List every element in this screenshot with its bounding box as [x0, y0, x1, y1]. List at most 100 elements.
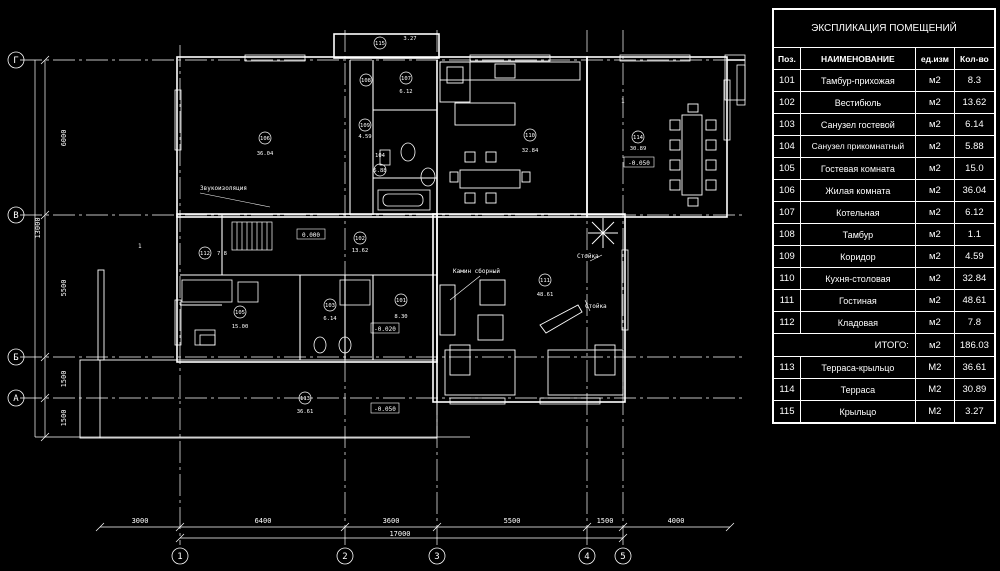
axis-A: А	[13, 394, 19, 404]
row-name: Терраса	[799, 378, 916, 401]
row-qty: 3.27	[953, 400, 996, 423]
row-qty: 32.84	[953, 267, 996, 290]
stairs	[231, 221, 273, 251]
row-pos: 104	[773, 135, 801, 158]
row-unit: м2	[914, 267, 955, 290]
row-qty: 4.59	[953, 245, 996, 268]
row-name: Коридор	[799, 245, 916, 268]
room-103-number: 103	[325, 303, 335, 309]
leader-lines	[199, 192, 603, 312]
axis-1: 1	[177, 552, 182, 562]
note-fireplace: Камин сборный	[453, 268, 500, 275]
legend-header-name: НАИМЕНОВАНИЕ	[799, 47, 916, 70]
row-name: Тамбур-прихожая	[799, 69, 916, 92]
note-column-2: Стойка	[585, 303, 607, 310]
railing	[724, 54, 746, 106]
axis-3: 3	[434, 552, 439, 562]
room-115-number: 115	[375, 41, 385, 47]
row-pos: 111	[773, 289, 801, 312]
room-107-area: 6.12	[399, 89, 412, 95]
row-unit: м2	[914, 311, 955, 334]
row-pos: 105	[773, 157, 801, 180]
living-furniture	[439, 279, 624, 396]
windows	[174, 54, 731, 405]
axis-4: 4	[584, 552, 589, 562]
row-qty: 6.14	[953, 113, 996, 136]
room-115-area: 3.27	[403, 36, 416, 42]
room-102-area: 13.62	[352, 248, 369, 254]
total-unit: м2	[914, 333, 955, 357]
row-unit: м2	[914, 201, 955, 224]
room-106-area: 36.04	[257, 151, 274, 157]
dim-left-2: 5500	[60, 280, 68, 297]
room-101-area: 8.30	[394, 314, 407, 320]
room-109-area: 4.59	[358, 134, 371, 140]
row-name: Жилая комната	[799, 179, 916, 202]
row-pos: 114	[773, 378, 801, 401]
row-pos: 103	[773, 113, 801, 136]
room-104-number: 104	[375, 153, 386, 159]
level-terrace: -0.050	[374, 406, 396, 413]
dim-bottom-4: 5500	[504, 517, 521, 525]
floor-plan: 101 8.30 102 13.62 103 6.14 104 5.88 105…	[7, 30, 746, 565]
exterior-walls	[176, 33, 745, 403]
room-113-area: 36.61	[297, 409, 314, 415]
row-pos: 101	[773, 69, 801, 92]
row-qty: 15.0	[953, 157, 996, 180]
row-qty: 6.12	[953, 201, 996, 224]
grid-lines	[20, 30, 745, 545]
dim-bottom-3: 3600	[383, 517, 400, 525]
row-qty: 30.89	[953, 378, 996, 401]
row-name: Тамбур	[799, 223, 916, 246]
row-qty: 36.61	[953, 356, 996, 379]
row-pos: 108	[773, 223, 801, 246]
dim-bottom-1: 3000	[132, 517, 149, 525]
dim-left-total: 13000	[34, 217, 42, 238]
plant-icon	[588, 218, 618, 248]
guestroom-furniture	[181, 279, 259, 346]
level-zero: 0.000	[302, 232, 320, 239]
room-105-area: 15.00	[232, 324, 249, 330]
row-name: Гостевая комната	[799, 157, 916, 180]
axis-B: Б	[13, 353, 18, 363]
row-name: Гостиная	[799, 289, 916, 312]
note-soundproof: Звукоизоляция	[200, 185, 247, 192]
row-pos: 115	[773, 400, 801, 423]
dim-left-4: 1500	[60, 410, 68, 427]
room-110-area: 32.84	[522, 148, 539, 154]
row-unit: м2	[914, 245, 955, 268]
level-boxes	[296, 156, 655, 414]
row-pos: 102	[773, 91, 801, 114]
room-108-number: 108	[361, 78, 371, 84]
room-113-number: 113	[300, 396, 310, 402]
terrace-table	[669, 103, 717, 207]
row-qty: 8.3	[953, 69, 996, 92]
room-111-number: 111	[540, 278, 550, 284]
dim-total: 17000	[389, 530, 410, 538]
dim-bottom-2: 6400	[255, 517, 272, 525]
room-103-area: 6.14	[323, 316, 337, 322]
row-pos: 107	[773, 201, 801, 224]
room-114-area: 30.89	[630, 146, 647, 152]
row-pos: 112	[773, 311, 801, 334]
row-name: Санузел гостевой	[799, 113, 916, 136]
row-unit: М2	[914, 378, 955, 401]
level-terrace-114: -0.050	[628, 160, 650, 167]
row-pos: 110	[773, 267, 801, 290]
row-qty: 5.88	[953, 135, 996, 158]
row-unit: м2	[914, 157, 955, 180]
row-unit: м2	[914, 289, 955, 312]
section-mark-1: 1	[138, 243, 142, 250]
dim-bottom-6: 4000	[668, 517, 685, 525]
legend-header-qty: Кол-во	[953, 47, 996, 70]
terrace-deck	[79, 269, 438, 439]
row-qty: 36.04	[953, 179, 996, 202]
